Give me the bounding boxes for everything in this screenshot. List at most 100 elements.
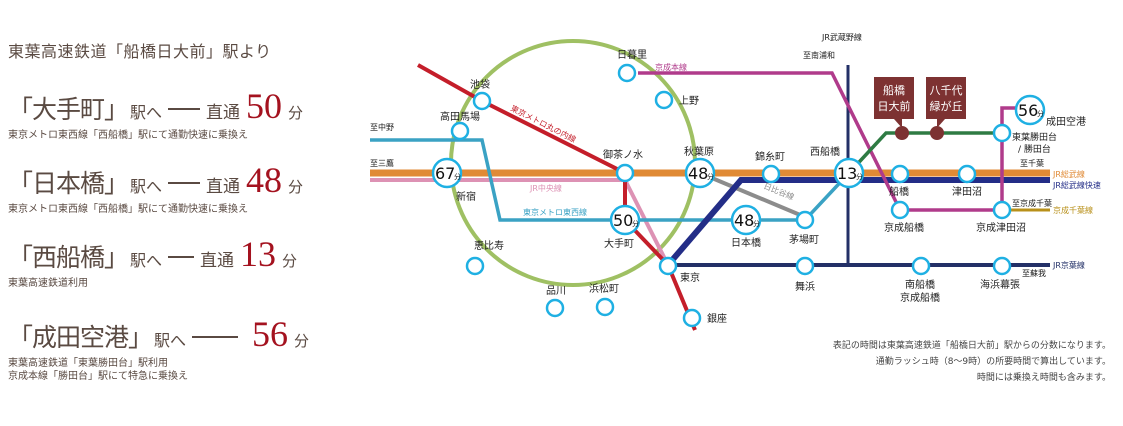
station-hamamatsucho: [595, 297, 615, 317]
time-shinjuku: 67: [435, 164, 455, 183]
time-nihonbashi: 48: [734, 211, 754, 230]
station-ginza: [682, 308, 702, 328]
svg-text:大手町: 大手町: [604, 237, 634, 250]
station-names: 池袋 高田馬場 新宿 恵比寿 品川 浜松町 東京 銀座 大手町 御茶ノ水 日暮里…: [440, 48, 1086, 325]
station-keisei-funabashi: [890, 200, 910, 220]
svg-text:東京: 東京: [680, 271, 700, 284]
route-direct: 直通: [200, 251, 235, 271]
svg-text:至南浦和: 至南浦和: [803, 50, 835, 60]
time-nishifunabashi: 13: [837, 164, 857, 183]
svg-text:海浜幕張: 海浜幕張: [980, 278, 1020, 291]
route-minutes: 48: [246, 160, 283, 200]
svg-text:新宿: 新宿: [456, 190, 476, 203]
station-tokyo: [658, 256, 678, 276]
station-akihabara: [684, 157, 716, 189]
svg-text:京成津田沼: 京成津田沼: [976, 221, 1026, 234]
svg-text:茅場町: 茅場町: [789, 233, 819, 246]
svg-text:京成船橋: 京成船橋: [884, 221, 924, 234]
station-shinjuku: [431, 157, 463, 189]
route-unit: 分: [288, 178, 304, 196]
svg-text:分: 分: [707, 172, 714, 181]
svg-text:西船橋: 西船橋: [810, 145, 840, 158]
svg-text:京成千葉線: 京成千葉線: [1053, 205, 1093, 215]
svg-text:池袋: 池袋: [470, 78, 490, 91]
station-nishifunabashi: [833, 157, 865, 189]
svg-text:JR武蔵野線: JR武蔵野線: [821, 32, 862, 42]
station-kinshicho: [761, 164, 781, 184]
svg-text:秋葉原: 秋葉原: [684, 145, 714, 158]
route-station: 「西船橋」: [8, 243, 129, 272]
route-nishifunabashi: 「西船橋」 駅へ 直通 13 分 東葉高速鉄道利用: [8, 236, 297, 290]
route-minutes: 56: [252, 314, 289, 354]
svg-text:恵比寿: 恵比寿: [474, 239, 504, 252]
svg-text:分: 分: [856, 172, 863, 181]
route-note: 東京メトロ東西線「西船橋」駅にて通勤快速に乗換え: [8, 204, 248, 215]
svg-text:/ 勝田台: / 勝田台: [1018, 143, 1051, 155]
route-narita: 「成田空港」 駅へ 56 分 東葉高速鉄道「東葉勝田台」駅利用 京成本線「勝田台…: [8, 316, 309, 383]
time-akihabara: 48: [688, 164, 708, 183]
svg-text:緑が丘: 緑が丘: [930, 99, 963, 113]
svg-text:津田沼: 津田沼: [952, 185, 982, 198]
station-takadanobaba: [450, 121, 470, 141]
route-station: 「日本橋」: [8, 169, 129, 198]
time-otemachi: 50: [613, 211, 633, 230]
svg-text:JR総武線: JR総武線: [1052, 169, 1085, 179]
svg-text:成田空港: 成田空港: [1046, 115, 1086, 128]
svg-text:上野: 上野: [679, 95, 699, 107]
svg-text:日比谷線: 日比谷線: [762, 181, 795, 202]
svg-text:京成船橋: 京成船橋: [900, 291, 940, 304]
station-ebisu: [465, 256, 485, 276]
route-unit: 分: [288, 104, 304, 122]
svg-text:日暮里: 日暮里: [617, 48, 647, 61]
svg-text:至中野: 至中野: [370, 122, 394, 132]
svg-text:東京メトロ丸の内線: 東京メトロ丸の内線: [509, 103, 578, 145]
svg-text:銀座: 銀座: [707, 312, 727, 325]
tozai-line: [370, 138, 851, 222]
footnote-line: 通勤ラッシュ時（8～9時）の所要時間で算出しています。: [875, 357, 1111, 367]
footnote-line: 時間には乗換え時間も含みます。: [976, 373, 1111, 383]
timed-stations: [431, 94, 1046, 236]
svg-text:分: 分: [454, 172, 461, 181]
route-minutes: 13: [240, 234, 277, 274]
svg-text:分: 分: [632, 219, 639, 228]
dash-divider: [168, 182, 201, 184]
svg-text:至三鷹: 至三鷹: [370, 158, 394, 168]
station-keisei-tsudanuma: [992, 200, 1012, 220]
svg-text:JR総武線快速: JR総武線快速: [1052, 180, 1101, 190]
marker-yachiyo-midorigaoka: [930, 126, 944, 140]
route-nihonbashi: 「日本橋」 駅へ 直通 48 分 東京メトロ東西線「西船橋」駅にて通勤快速に乗換…: [8, 162, 303, 216]
keisei-line: [638, 71, 1030, 212]
time-units: 分 分 分 分 分 分: [454, 109, 1044, 228]
station-kayabacho: [795, 210, 815, 230]
svg-text:京成本線: 京成本線: [655, 62, 687, 72]
toyo-line: [847, 131, 1002, 175]
sobu-rapid-line: [665, 177, 1050, 267]
stations: [450, 63, 1012, 328]
svg-text:船橋: 船橋: [883, 83, 905, 97]
marunouchi-line: [417, 63, 697, 331]
origin-markers: 船橋 日大前 八千代 緑が丘: [874, 77, 966, 140]
hibiya-line: [699, 171, 806, 219]
svg-text:浜松町: 浜松町: [589, 282, 619, 295]
svg-text:八千代: 八千代: [930, 84, 963, 97]
station-katsutadai: [992, 123, 1012, 143]
svg-text:南船橋: 南船橋: [905, 278, 935, 291]
route-eki: 駅へ: [154, 331, 187, 350]
svg-text:分: 分: [1037, 109, 1044, 118]
svg-text:舞浜: 舞浜: [795, 281, 815, 293]
route-eki: 駅へ: [130, 103, 163, 122]
svg-text:東京メトロ東西線: 東京メトロ東西線: [523, 207, 587, 217]
svg-text:錦糸町: 錦糸町: [755, 150, 785, 163]
station-kaihinmakuhari: [992, 256, 1012, 276]
station-ikebukuro: [472, 91, 492, 111]
svg-text:分: 分: [753, 219, 760, 228]
footnote: 表記の時間は東葉高速鉄道「船橋日大前」駅からの分数になります。 通勤ラッシュ時（…: [833, 338, 1111, 386]
svg-text:至蘇我: 至蘇我: [1022, 268, 1046, 278]
station-ochanomizu: [615, 163, 635, 183]
svg-text:JR京葉線: JR京葉線: [1052, 260, 1085, 270]
station-shinagawa: [545, 298, 565, 318]
route-minutes: 50: [246, 86, 283, 126]
route-eki: 駅へ: [130, 177, 163, 196]
route-direct: 直通: [206, 103, 241, 123]
